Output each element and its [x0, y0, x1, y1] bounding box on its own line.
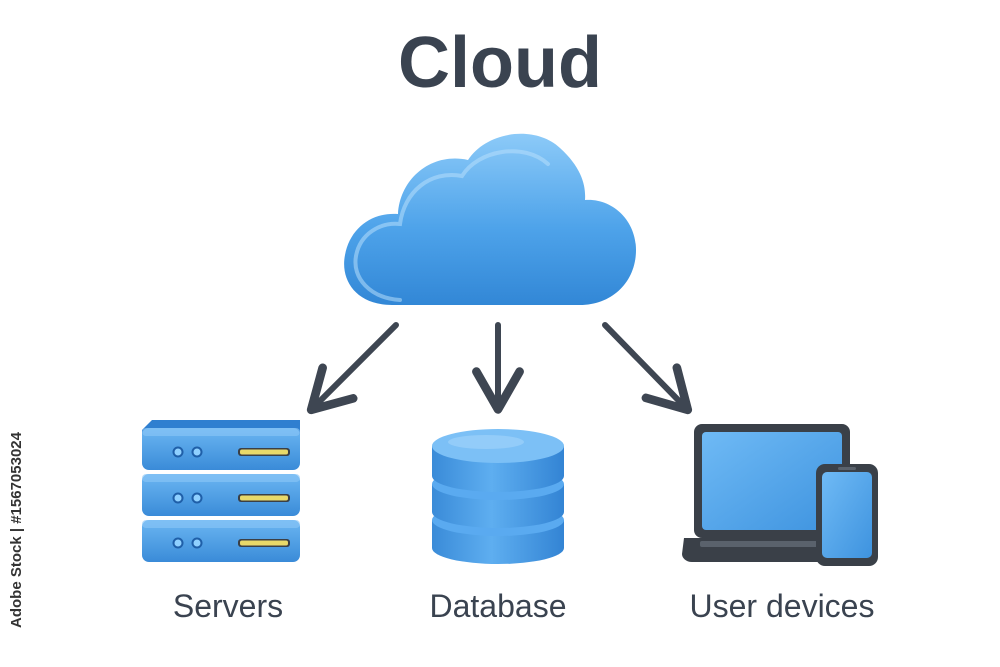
stock-watermark-id: Adobe Stock | #1567053024 [8, 432, 25, 628]
laptop-phone-icon [682, 424, 878, 566]
server-unit-2 [142, 474, 300, 516]
database-label: Database [429, 588, 567, 624]
edges [306, 322, 693, 415]
server-unit-1 [142, 420, 300, 470]
database-icon [432, 429, 564, 564]
user-devices-label: User devices [689, 588, 875, 624]
server-unit-3 [142, 520, 300, 562]
servers-label: Servers [172, 588, 284, 624]
arrow-to-servers [306, 322, 399, 415]
server-rack-icon [142, 420, 300, 562]
diagram-title: Cloud [398, 23, 602, 103]
cloud-icon [344, 133, 636, 305]
arrow-to-devices [602, 322, 693, 415]
